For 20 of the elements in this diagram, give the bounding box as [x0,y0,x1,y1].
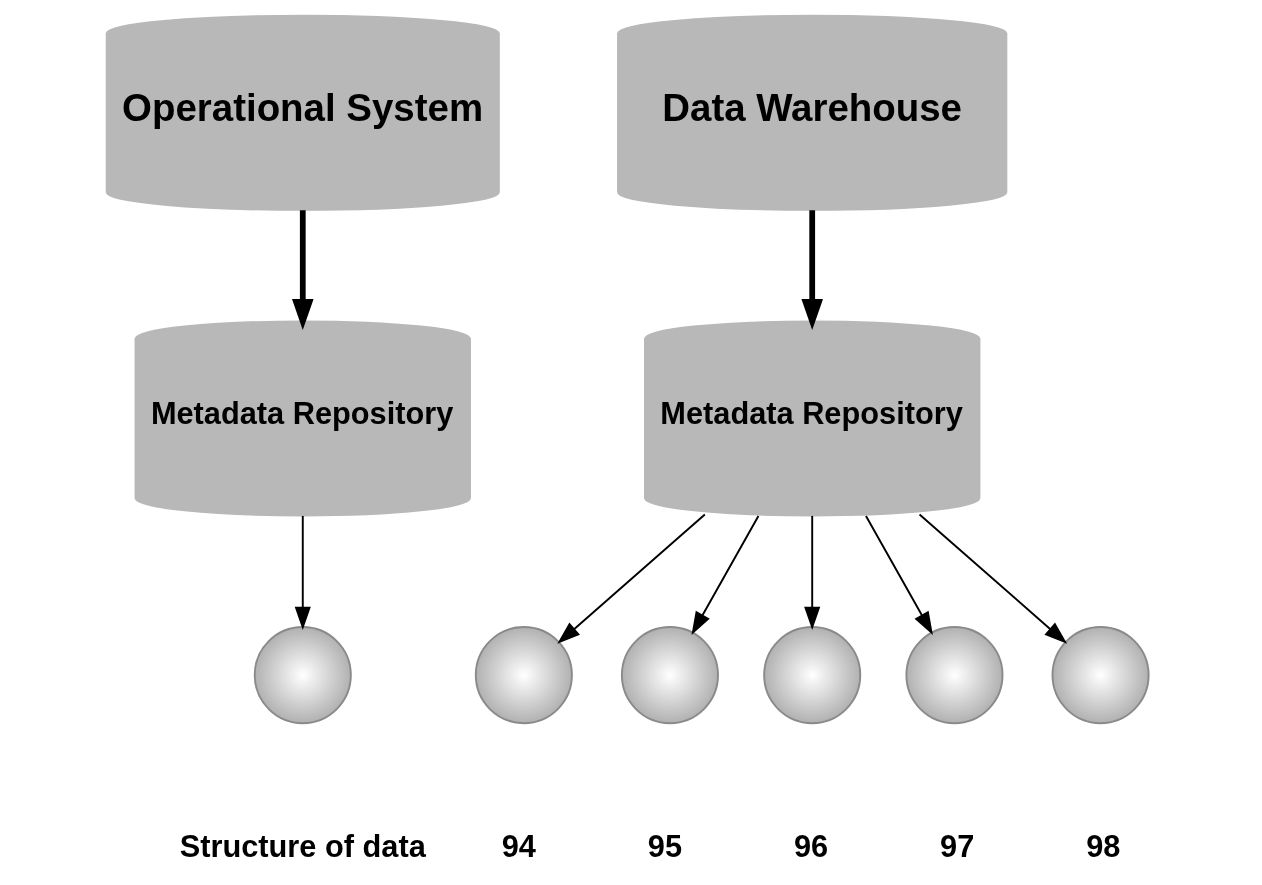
arrow [918,513,1067,644]
node-label: 94 [501,829,536,865]
arrow [556,513,706,644]
arrow [800,210,823,330]
node-label: 97 [939,829,974,865]
node-label: 96 [793,829,828,865]
arrow [294,515,311,630]
node-circle [620,626,719,725]
arrow [291,210,314,330]
arrow [691,515,759,635]
node-label: Structure of data [179,829,426,865]
node-circle [1051,626,1150,725]
arrow [864,515,933,635]
node-label: 98 [1085,829,1120,865]
node-circle [253,626,352,725]
node-label: 95 [647,829,682,865]
node-circle [904,626,1003,725]
node-circle [474,626,573,725]
node-circle [762,626,861,725]
arrow [803,515,820,630]
